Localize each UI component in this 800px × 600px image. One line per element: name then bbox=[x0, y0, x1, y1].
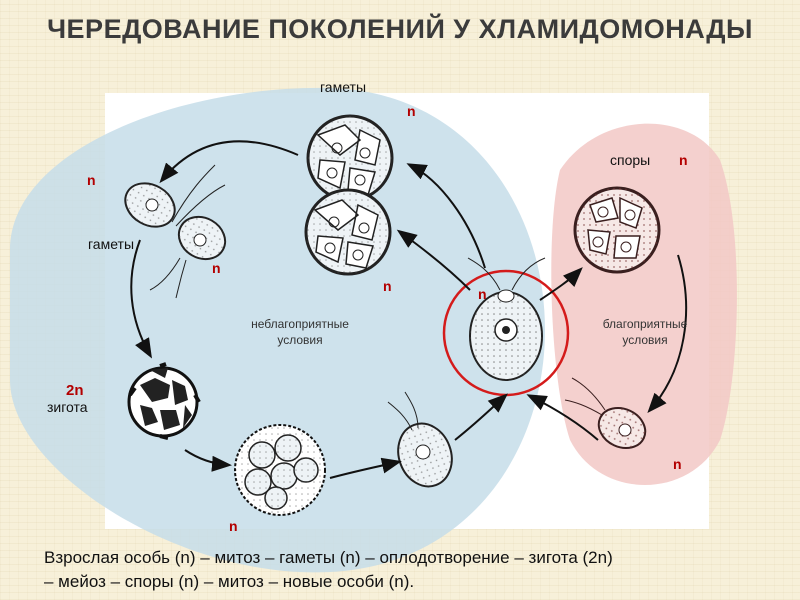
arrow-zoospore-to-adult bbox=[454, 393, 508, 441]
cycle-caption: Взрослая особь (n) – митоз – гаметы (n) … bbox=[44, 546, 794, 594]
label-gametes-top: гаметы bbox=[320, 79, 367, 95]
label-zygote: зигота bbox=[47, 399, 88, 415]
arrow-gametes-to-fusion bbox=[159, 140, 299, 184]
ploidy-adult: n bbox=[478, 286, 487, 302]
arrow-zygote-to-germination bbox=[184, 449, 232, 472]
ploidy-gametes-lower: n bbox=[383, 278, 392, 294]
released-zoospore bbox=[387, 391, 453, 488]
arrow-young-to-adult bbox=[526, 394, 599, 441]
cycle-arrows bbox=[130, 140, 688, 479]
ploidy-fusion-left: n bbox=[87, 172, 96, 188]
ploidy-spores: n bbox=[679, 152, 688, 168]
fusing-gametes bbox=[124, 164, 227, 299]
sporangium bbox=[573, 186, 661, 274]
gamete-cluster-upper bbox=[306, 114, 394, 202]
label-unfavorable-conditions: неблагоприятные условия bbox=[251, 317, 349, 347]
ploidy-gametes-left: n bbox=[212, 260, 221, 276]
arrow-germination-to-zoospore bbox=[329, 457, 402, 479]
young-cell bbox=[564, 377, 647, 449]
label-gametes-left: гаметы bbox=[88, 236, 135, 252]
label-favorable-conditions: благоприятные условия bbox=[602, 317, 688, 347]
arrow-fusion-to-zygote bbox=[130, 239, 152, 359]
arrow-adult-to-sporangium bbox=[539, 267, 583, 301]
arrow-adult-to-gametes-upper bbox=[406, 163, 486, 269]
ploidy-germination: n bbox=[229, 518, 238, 534]
slide-title: ЧЕРЕДОВАНИЕ ПОКОЛЕНИЙ У ХЛАМИДОМОНАДЫ bbox=[47, 14, 753, 44]
gamete-cluster-lower bbox=[304, 188, 392, 276]
zygote-cell bbox=[127, 362, 201, 440]
ploidy-zygote: 2n bbox=[66, 382, 84, 399]
arrow-sporangium-to-young bbox=[647, 254, 688, 414]
ploidy-gametes-top: n bbox=[407, 103, 416, 119]
ploidy-young-cell: n bbox=[673, 456, 682, 472]
caption-line-1: Взрослая особь (n) – митоз – гаметы (n) … bbox=[44, 548, 613, 567]
arrow-adult-to-gametes-lower bbox=[396, 229, 471, 291]
caption-line-2: – мейоз – споры (n) – митоз – новые особ… bbox=[44, 572, 415, 591]
germinating-zygote bbox=[234, 424, 326, 516]
label-spores: споры bbox=[610, 152, 651, 168]
adult-cell bbox=[442, 257, 570, 397]
